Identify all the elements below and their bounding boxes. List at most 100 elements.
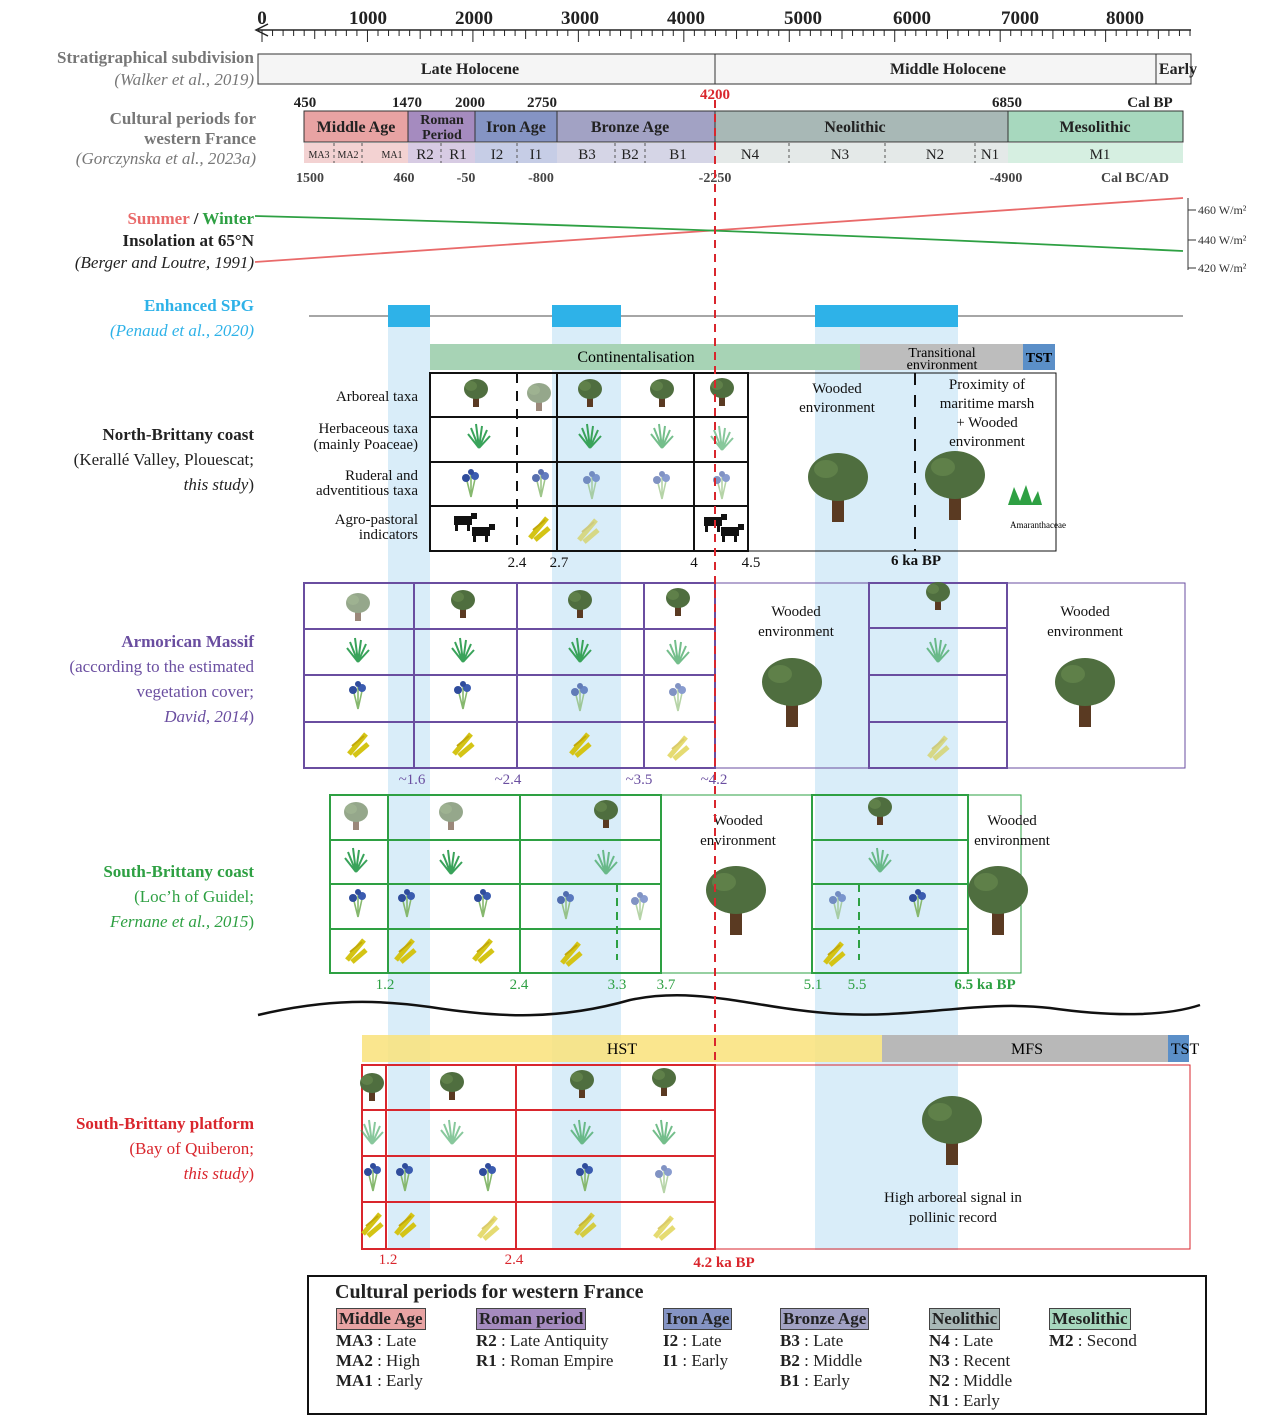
period-middle-age-text: Middle Age [317, 119, 396, 136]
axis-tick-6000: 6000 [893, 8, 931, 29]
south-coast-wooded-1a: Wooded [713, 813, 763, 829]
sub-r2: R2 [416, 147, 434, 163]
south-coast-wooded-2b: environment [974, 833, 1051, 849]
calbp-unit: Cal BP [1127, 95, 1172, 111]
north-title: North-Brittany coast [102, 425, 254, 444]
sc-tick-1.2: 1.2 [376, 977, 395, 993]
south-coast-sub-2-end: ) [248, 912, 254, 931]
north-tick-2.4: 2.4 [508, 555, 527, 571]
sub-r-bg [408, 143, 475, 163]
north-wooded-2: environment [799, 400, 876, 416]
spg-bar-2 [552, 305, 621, 327]
armorican-big-tree-2 [1055, 658, 1115, 727]
strat-early-text: Early [1159, 61, 1197, 78]
amaranth-text: Amaranthaceae [1010, 520, 1066, 530]
legend-col-neolithic: Neolithic N4 : Late N3 : Recent N2 : Mid… [929, 1308, 1013, 1410]
platform-label: South-Brittany platform (Bay of Quiberon… [0, 1111, 254, 1186]
platform-sub-1: (Bay of Quiberon; [129, 1139, 254, 1158]
platform-sub-2: this study [183, 1164, 249, 1183]
north-row-herb-1: Herbaceous taxa [318, 421, 418, 437]
north-row-agro-2: indicators [359, 527, 418, 543]
continentalisation-text: Continentalisation [577, 349, 694, 366]
strat-middle-box [714, 53, 1157, 85]
event-4200-label: 4200 [700, 87, 730, 103]
mfs-bar [882, 1035, 1168, 1062]
arm-tick-3.5: ~3.5 [626, 772, 653, 788]
legend-header-neolithic: Neolithic [929, 1308, 1001, 1330]
strat-late-text: Late Holocene [421, 61, 519, 78]
platform-grid [361, 1064, 716, 1250]
amaranth-icon [1008, 485, 1042, 505]
north-6ka: 6 ka BP [891, 553, 941, 569]
sc-tick-2.4: 2.4 [510, 977, 529, 993]
period-iron-text: Iron Age [486, 119, 546, 136]
sub-b3: B3 [578, 147, 596, 163]
legend-col-bronze: Bronze Age B3 : Late B2 : Middle B1 : Ea… [780, 1308, 870, 1391]
spg-label: Enhanced SPG (Penaud et al., 2020) [0, 293, 254, 343]
sub-ma3: MA3 [308, 150, 329, 161]
period-roman-text-2: Period [422, 128, 462, 143]
transitional-text-1: Transitional [908, 346, 975, 361]
sc-tick-5.1: 5.1 [804, 977, 823, 993]
winter-insolation-curve [254, 215, 1184, 252]
axis-tick-5000: 5000 [784, 8, 822, 29]
south-coast-grid [329, 794, 969, 974]
north-wooded-1: Wooded [812, 381, 862, 397]
tst-bar-north [1023, 344, 1055, 370]
sub-i-bg [475, 143, 557, 163]
legend-header-roman: Roman period [476, 1308, 587, 1330]
axis-tick-0: 0 [257, 8, 267, 29]
sub-n1: N1 [981, 147, 999, 163]
legend-header-iron: Iron Age [663, 1308, 733, 1330]
transitional-bar [860, 344, 1023, 370]
platform-signal-2: pollinic record [909, 1210, 997, 1226]
calbp-2750: 2750 [527, 95, 557, 111]
sc-tick-3.7: 3.7 [657, 977, 676, 993]
north-label: North-Brittany coast (Kerallé Valley, Pl… [0, 422, 254, 497]
ins-tick-420: 420 W/m² [1198, 261, 1247, 275]
north-tick-2.7: 2.7 [550, 555, 569, 571]
tst-text-north: TST [1026, 351, 1053, 366]
armorican-label: Armorican Massif (according to the estim… [0, 629, 254, 729]
summer-label: Summer [127, 209, 190, 228]
north-sub-1: (Kerallé Valley, Plouescat; [73, 450, 254, 469]
legend-header-middle-age: Middle Age [336, 1308, 426, 1330]
south-coast-title: South-Brittany coast [103, 862, 254, 881]
platform-title: South-Brittany platform [75, 1114, 254, 1133]
plat-tick-4.2: 4.2 ka BP [693, 1255, 754, 1271]
armorican-wooded-1a: Wooded [771, 604, 821, 620]
north-marsh-4: environment [949, 434, 1026, 450]
sub-m-bg [1008, 143, 1183, 163]
sub-b1: B1 [669, 147, 687, 163]
hst-text: HST [607, 1041, 637, 1058]
sub-ma-bg [304, 143, 408, 163]
south-coast-big-tree-2 [968, 866, 1028, 935]
period-roman-text-1: Roman [420, 113, 464, 128]
spg-ref: (Penaud et al., 2020) [110, 321, 254, 340]
sub-r1: R1 [449, 147, 467, 163]
north-row-arboreal: Arboreal taxa [336, 389, 418, 405]
calbp-2000: 2000 [455, 95, 485, 111]
spg-bar-3 [815, 305, 958, 327]
north-tick-4: 4 [690, 555, 698, 571]
period-mesolithic [1007, 110, 1184, 143]
south-coast-sub-2: Fernane et al., 2015 [109, 912, 249, 931]
sub-ma1: MA1 [381, 150, 402, 161]
legend-box: Cultural periods for western France Midd… [307, 1275, 1207, 1415]
axis-tick-3000: 3000 [561, 8, 599, 29]
armorican-title: Armorican Massif [121, 632, 254, 651]
axis-tick-1000: 1000 [349, 8, 387, 29]
tst-bar-platform [1168, 1035, 1189, 1062]
insolation-ref: (Berger and Loutre, 1991) [74, 253, 254, 272]
plat-tick-1.2: 1.2 [379, 1252, 398, 1268]
sub-n4: N4 [741, 147, 760, 163]
calbp-6850: 6850 [992, 95, 1022, 111]
insolation-label: Summer / Winter Insolation at 65°N (Berg… [0, 208, 254, 274]
north-row-ruderal-2: adventitious taxa [316, 483, 418, 499]
mfs-text: MFS [1011, 1041, 1043, 1058]
calbp-1470: 1470 [392, 95, 422, 111]
axis-minor-ticks [261, 30, 1191, 42]
period-bronze-age [556, 110, 716, 143]
axis-tick-2000: 2000 [455, 8, 493, 29]
